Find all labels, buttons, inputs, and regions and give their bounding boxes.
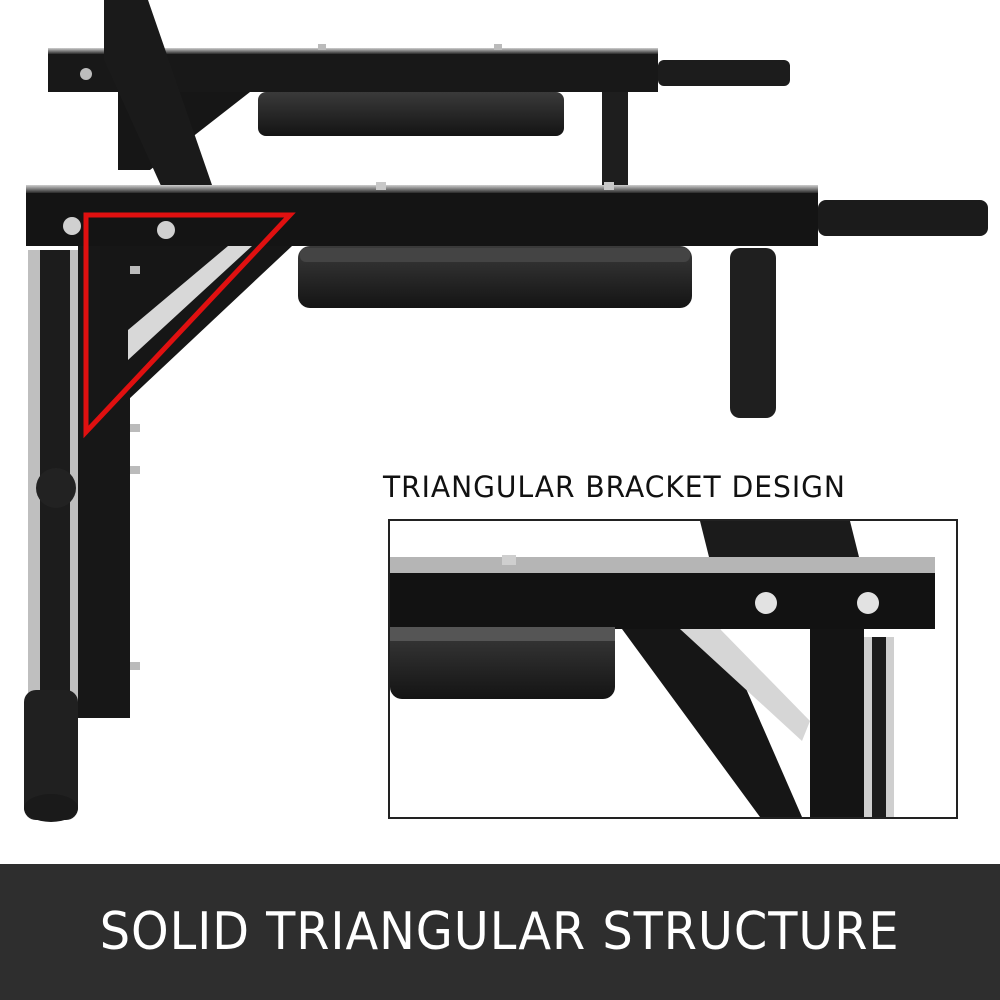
triangle-highlight: [83, 212, 296, 439]
front-arm: [26, 182, 988, 418]
inset-caption: TRIANGULAR BRACKET DESIGN: [383, 470, 846, 504]
vertical-handle: [730, 248, 776, 418]
banner-title: SOLID TRIANGULAR STRUCTURE: [100, 902, 900, 962]
bottom-banner: SOLID TRIANGULAR STRUCTURE: [0, 864, 1000, 1000]
bracket-closeup: [390, 521, 935, 817]
inset-detail-image: [388, 519, 958, 819]
product-photo: [24, 0, 988, 822]
handle-grip: [818, 200, 988, 236]
dip-station-illustration: [24, 0, 988, 822]
backrest-pad: [104, 0, 212, 188]
lower-grip: [24, 690, 78, 820]
